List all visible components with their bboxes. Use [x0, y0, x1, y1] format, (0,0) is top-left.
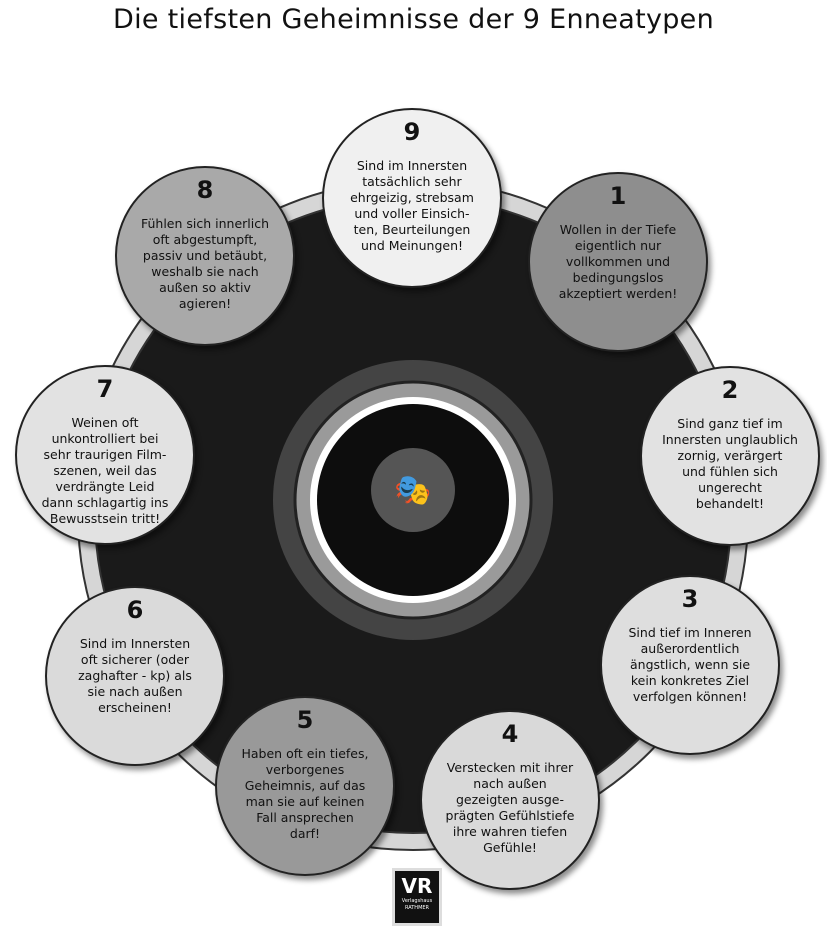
- description-line: außen so aktiv: [159, 280, 251, 295]
- description-line: vollkommen und: [565, 254, 671, 269]
- logo-line2: RATHMER: [404, 905, 430, 911]
- logo-line1: Verlagshaus: [401, 898, 433, 904]
- type-number: 3: [681, 585, 699, 613]
- type-number: 8: [196, 176, 214, 204]
- description-line: verborgenes: [265, 762, 345, 777]
- theatre-masks-icon: 🎭: [394, 473, 431, 508]
- publisher-logo: VR Verlagshaus RATHMER: [392, 868, 442, 926]
- description-line: Wollen in der Tiefe: [559, 222, 677, 237]
- description-line: Gefühle!: [483, 840, 537, 855]
- description-line: Geheimnis, auf das: [244, 778, 366, 793]
- description-line: tatsächlich sehr: [362, 174, 462, 189]
- description-line: weshalb sie nach: [151, 264, 259, 279]
- description-line: ten, Beurteilungen: [353, 222, 471, 237]
- description-line: Verstecken mit ihrer: [446, 760, 574, 775]
- description-line: sie nach außen: [87, 684, 183, 699]
- logo-mark: VR: [401, 874, 433, 898]
- description-line: dann schlagartig ins: [41, 495, 169, 510]
- description-line: zaghafter - kp) als: [78, 668, 192, 683]
- description-line: eigentlich nur: [574, 238, 662, 253]
- description-line: Innersten unglaublich: [662, 432, 798, 447]
- description-line: ihre wahren tiefen: [452, 824, 568, 839]
- description-line: oft abgestumpft,: [152, 232, 258, 247]
- description-line: außerordentlich: [640, 641, 740, 656]
- description-line: behandelt!: [695, 496, 765, 511]
- description-line: unkontrolliert bei: [51, 431, 159, 446]
- description-line: darf!: [289, 826, 321, 841]
- description-line: szenen, weil das: [53, 463, 157, 478]
- description-line: prägten Gefühlstiefe: [445, 808, 575, 823]
- description-line: kein konkretes Ziel: [630, 673, 750, 688]
- description-line: erscheinen!: [98, 700, 172, 715]
- type-number: 9: [403, 118, 421, 146]
- description-line: und voller Einsich-: [354, 206, 470, 221]
- description-line: ängstlich, wenn sie: [629, 657, 751, 672]
- description-line: Weinen oft: [71, 415, 139, 430]
- description-line: oft sicherer (oder: [80, 652, 190, 667]
- type-number: 7: [96, 375, 114, 403]
- type-number: 6: [126, 596, 144, 624]
- description-line: Sind im Innersten: [356, 158, 468, 173]
- description-line: zornig, verärgert: [677, 448, 783, 463]
- description-line: passiv und betäubt,: [142, 248, 268, 263]
- description-line: Haben oft ein tiefes,: [241, 746, 369, 761]
- description-line: agieren!: [178, 296, 232, 311]
- description-line: ungerecht: [698, 480, 762, 495]
- page-title: Die tiefsten Geheimnisse der 9 Enneatype…: [112, 4, 714, 35]
- description-line: Sind ganz tief im: [677, 416, 783, 431]
- description-line: und Meinungen!: [360, 238, 464, 253]
- type-number: 1: [609, 182, 627, 210]
- type-number: 4: [501, 720, 519, 748]
- description-line: Sind tief im Inneren: [628, 625, 752, 640]
- description-line: ehrgeizig, strebsam: [350, 190, 474, 205]
- type-number: 5: [296, 706, 314, 734]
- description-line: Bewusstsein tritt!: [49, 511, 161, 526]
- description-line: verfolgen können!: [632, 689, 748, 704]
- type-number: 2: [721, 376, 739, 404]
- description-line: Fall ansprechen: [256, 810, 354, 825]
- description-line: sehr traurigen Film-: [43, 447, 167, 462]
- description-line: und fühlen sich: [682, 464, 778, 479]
- mask-emblem: [371, 448, 455, 532]
- description-line: bedingungslos: [572, 270, 664, 285]
- description-line: gezeigten ausge-: [455, 792, 564, 807]
- description-line: akzeptiert werden!: [558, 286, 678, 301]
- description-line: verdrängte Leid: [55, 479, 155, 494]
- description-line: nach außen: [473, 776, 547, 791]
- description-line: Sind im Innersten: [79, 636, 191, 651]
- description-line: Fühlen sich innerlich: [140, 216, 270, 231]
- description-line: man sie auf keinen: [245, 794, 365, 809]
